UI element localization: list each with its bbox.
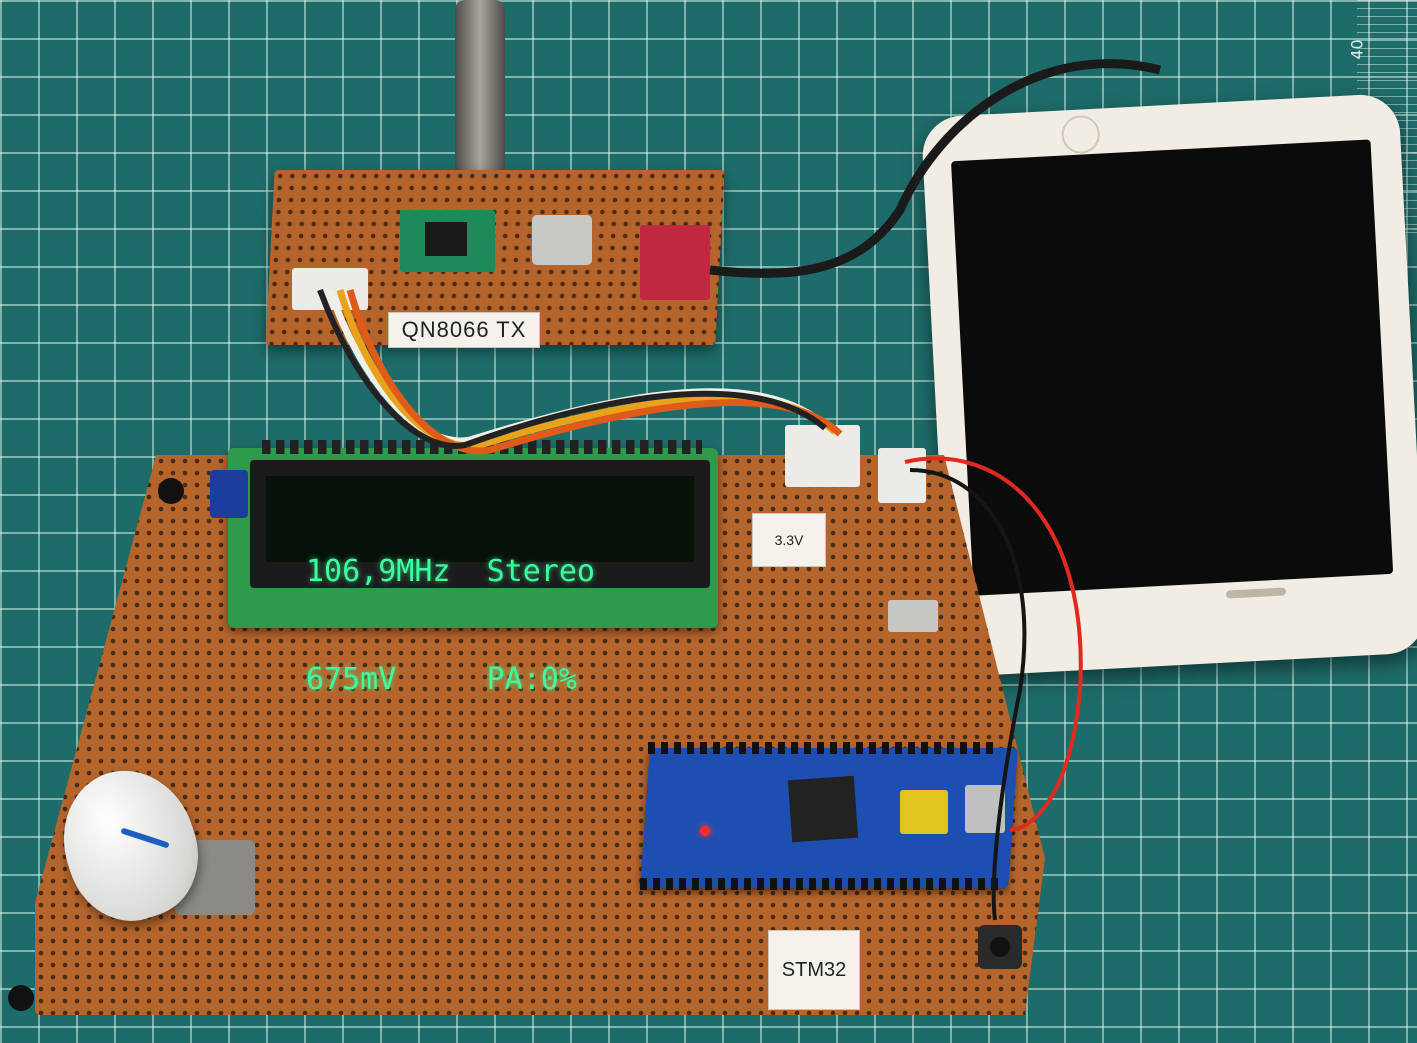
board-standoff <box>8 985 34 1011</box>
crystal-oscillator <box>532 215 592 265</box>
antenna-connector <box>455 0 505 200</box>
tx-board-label: QN8066 TX <box>388 312 540 348</box>
lcd-screen: 106,9MHz Stereo 675mV PA:0% <box>266 476 694 697</box>
board-standoff <box>158 478 184 504</box>
slide-switch <box>888 600 938 632</box>
phone-screen <box>950 139 1394 596</box>
bluepill-header-top <box>648 742 993 754</box>
trimmer-potentiometer <box>210 470 248 518</box>
pushbutton-cap <box>990 937 1010 957</box>
qn8066-chip <box>425 222 467 256</box>
smartphone <box>920 92 1417 678</box>
boot-jumpers <box>900 790 948 834</box>
mcu-label: STM32 <box>768 930 860 1010</box>
bluepill-header-bottom <box>640 878 1000 890</box>
micro-usb-port <box>965 785 1005 833</box>
home-button <box>1060 114 1101 155</box>
voltage-label: 3.3V <box>752 513 826 567</box>
power-connector <box>878 448 926 503</box>
mat-ruler-number: 40 <box>1347 39 1367 60</box>
audio-jack-module <box>640 225 710 300</box>
lcd-line-1: 106,9MHz Stereo <box>306 554 595 589</box>
lcd-pin-header <box>262 440 702 454</box>
lcd-line-2: 675mV PA:0% <box>306 662 577 697</box>
main-connector <box>785 425 860 487</box>
tx-connector <box>292 268 368 310</box>
stm32-microcontroller <box>787 775 859 843</box>
phone-speaker <box>1225 587 1287 599</box>
power-led <box>700 826 710 836</box>
